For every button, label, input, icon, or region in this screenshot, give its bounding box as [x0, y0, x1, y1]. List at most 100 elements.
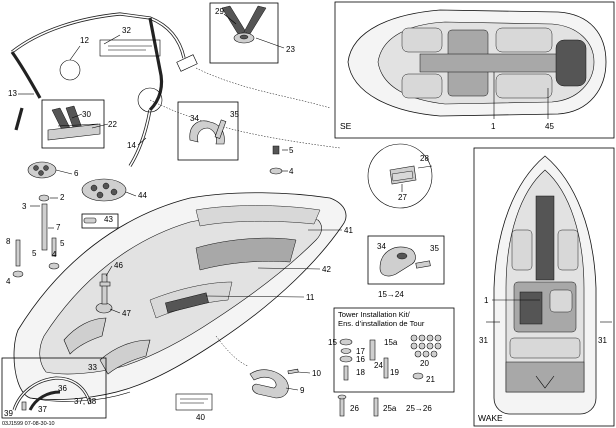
callout-43: 43: [104, 215, 113, 224]
callout-40: 40: [196, 413, 205, 422]
callout-34-mid: 34: [377, 242, 386, 251]
callout-8: 8: [6, 237, 11, 246]
tower-detail-circle-2: [137, 87, 163, 113]
inset-33-39: 33 36 37, 38 37 39: [1, 357, 107, 419]
callout-36: 36: [58, 384, 67, 393]
callout-34-top: 34: [190, 114, 199, 123]
callout-5-left-b: 5: [60, 239, 65, 248]
se-panel-label: SE: [340, 121, 352, 131]
tower-installation-kit: Tower Installation Kit/ Ens. d’installat…: [328, 307, 455, 417]
callout-46: 46: [114, 261, 123, 270]
callout-26-a: 26: [350, 404, 359, 413]
callout-32: 32: [122, 26, 131, 35]
drawing-code: 03J1599 07-08-30-10: [2, 421, 55, 427]
se-seat-rear-2: [495, 73, 553, 99]
callout-7: 7: [56, 223, 61, 232]
wake-panel-label: WAKE: [478, 413, 503, 423]
detail-circle-28-27: 28 27: [367, 143, 433, 209]
callout-2: 2: [60, 193, 65, 202]
bimini-bracket: [249, 369, 289, 399]
cup-holder-insert: [27, 161, 57, 179]
callout-37: 37: [38, 405, 47, 414]
tower-assembly: 32 12 13 14: [8, 12, 341, 167]
se-panel: SE 1 45: [334, 1, 615, 139]
callout-13: 13: [8, 89, 17, 98]
parts-5-4-right: 5 4: [269, 145, 294, 176]
callout-11: 11: [306, 293, 315, 302]
callout-47: 47: [122, 309, 131, 318]
tower-clamp: [176, 54, 198, 72]
table-top: [81, 178, 127, 202]
callout-31-left: 31: [479, 336, 488, 345]
wake-console: [519, 291, 543, 325]
tower-leg-rear: [10, 51, 42, 99]
callout-29: 29: [215, 7, 224, 16]
inset-34-35-mid: 34 35 15→24: [367, 235, 445, 299]
parts-9-10: 10 9: [215, 335, 321, 399]
clip-part: [83, 217, 97, 224]
callout-39: 39: [4, 409, 13, 418]
callout-30: 30: [82, 110, 91, 119]
callout-14: 14: [127, 141, 136, 150]
callout-18: 18: [356, 368, 365, 377]
se-floor-mat: [419, 53, 571, 73]
inset-29-23: 29 23: [209, 2, 295, 64]
plug-part: [272, 145, 280, 155]
inset-33-39-frame: [1, 357, 107, 419]
inset-30-22: 30 22: [41, 99, 117, 149]
se-sunpad: [555, 39, 587, 87]
callout-25a: 25a: [383, 404, 397, 413]
warning-decal: [99, 39, 161, 57]
se-panel-frame: [334, 1, 615, 139]
wake-bow-seat-left: [511, 229, 533, 271]
callout-41: 41: [344, 226, 353, 235]
callout-23: 23: [286, 45, 295, 54]
wake-swim-platform: [505, 361, 585, 393]
callout-3: 3: [22, 202, 27, 211]
spacer-part: [38, 194, 50, 202]
callout-12: 12: [80, 36, 89, 45]
se-seat-rear: [495, 27, 553, 53]
washer-part: [269, 167, 283, 175]
callout-45: 45: [545, 122, 554, 131]
inset-30-22-frame: [41, 99, 105, 149]
kit-title-fr: Ens. d’installation de Tour: [338, 319, 425, 328]
callout-5-left-a: 5: [32, 249, 37, 258]
callout-43-frame: [81, 213, 119, 229]
inset-34-35-top: 34 35: [177, 101, 239, 161]
callout-16: 16: [356, 355, 365, 364]
main-boat: 41 42 11 46 47 40: [13, 192, 353, 422]
tower-leg-front: [148, 17, 164, 112]
callout-15a: 15a: [384, 338, 398, 347]
range-15-24: 15→24: [378, 290, 404, 299]
callout-10: 10: [312, 369, 321, 378]
callout-4-right: 4: [289, 167, 294, 176]
callout-24: 24: [374, 361, 383, 370]
wake-bow-seat-right: [557, 229, 579, 271]
callout-21: 21: [426, 375, 435, 384]
detail-circle-frame: [367, 143, 433, 209]
main-boat-floor-mat: [165, 292, 209, 313]
callout-6: 6: [74, 169, 79, 178]
tower-detail-circle-1: [59, 59, 81, 81]
callout-28: 28: [420, 154, 429, 163]
wake-panel-frame: [473, 147, 615, 427]
tower-arm: [128, 109, 152, 167]
se-seat-front: [401, 27, 443, 53]
callout-35-mid: 35: [430, 244, 439, 253]
kit-nut-grid: [410, 334, 442, 358]
callout-1-se: 1: [491, 122, 496, 131]
callout-44: 44: [138, 191, 147, 200]
callout-15: 15: [328, 338, 337, 347]
callout-27: 27: [398, 193, 407, 202]
table-pedestal-base: [95, 302, 113, 314]
inset-29-23-frame: [209, 2, 279, 64]
callout-17: 17: [356, 347, 365, 356]
hull-decal: [175, 393, 213, 411]
callout-33: 33: [88, 363, 97, 372]
wake-bow-walkway: [535, 195, 555, 281]
range-25-26: 25→26: [406, 404, 432, 413]
callout-42: 42: [322, 265, 331, 274]
inset-34-35-top-frame: [177, 101, 239, 161]
callout-4-left-a: 4: [6, 277, 11, 286]
